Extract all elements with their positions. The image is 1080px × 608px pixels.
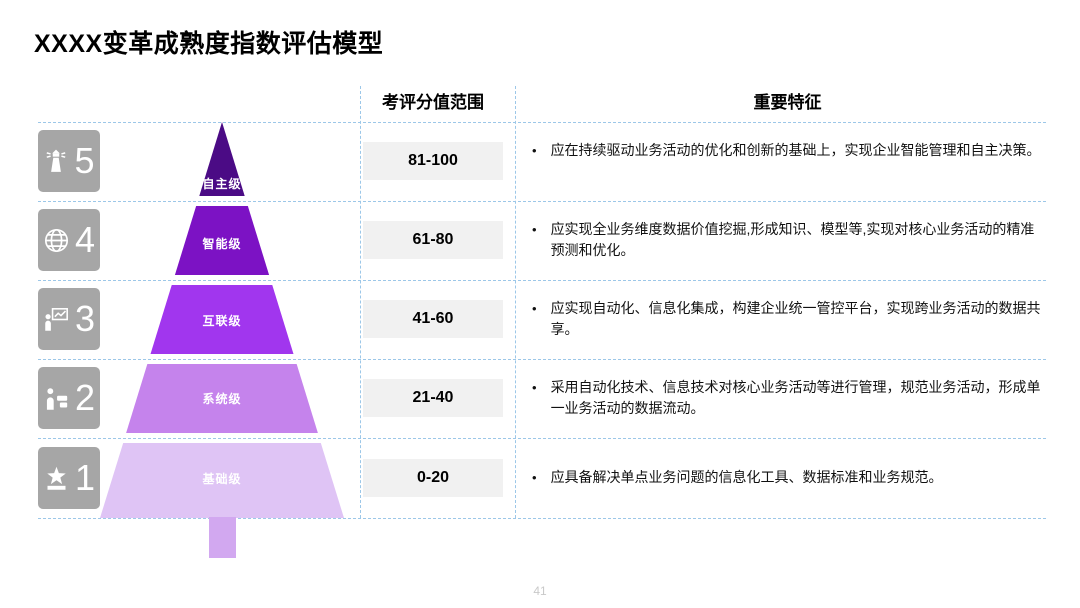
bullet: •	[532, 301, 537, 316]
level-3-badge: 3	[38, 288, 100, 350]
level-5-badge: 5	[38, 130, 100, 192]
column-divider	[360, 86, 361, 518]
feature-text: 应实现全业务维度数据价值挖掘,形成知识、模型等,实现对核心业务活动的精准预测和优…	[550, 221, 1035, 258]
level-number: 2	[74, 377, 96, 418]
level-1-badge: 1	[38, 447, 100, 509]
feature-item: • 应在持续驱动业务活动的优化和创新的基础上，实现企业智能管理和自主决策。	[532, 140, 1044, 161]
pyramid-level-2	[126, 364, 318, 433]
feature-item: • 应实现全业务维度数据价值挖掘,形成知识、模型等,实现对核心业务活动的精准预测…	[532, 219, 1044, 261]
row-divider	[38, 122, 1046, 123]
row-divider	[38, 438, 1046, 439]
score-range: 41-60	[363, 300, 503, 338]
pyramid-level-3	[150, 285, 294, 354]
score-range: 81-100	[363, 142, 503, 180]
star-podium-icon	[47, 466, 66, 490]
slide-title: XXXX变革成熟度指数评估模型	[34, 30, 384, 58]
level-4-badge: 4	[38, 209, 100, 271]
level-name: 互联级	[202, 314, 242, 328]
automation-icon	[46, 387, 68, 410]
score-range: 0-20	[363, 459, 503, 497]
level-name: 自主级	[202, 177, 242, 191]
score-range-header: 考评分值范围	[382, 93, 484, 112]
page-number: 41	[533, 584, 547, 598]
feature-text: 采用自动化技术、信息技术对核心业务活动等进行管理，规范业务活动，形成单一业务活动…	[550, 379, 1041, 416]
feature-item: • 应具备解决单点业务问题的信息化工具、数据标准和业务规范。	[532, 467, 1044, 488]
bullet: •	[532, 143, 537, 158]
level-2-badge: 2	[38, 367, 100, 429]
row-divider	[38, 201, 1046, 202]
maturity-pyramid: 自主级 智能级 互联级 系统级 基础级	[100, 122, 344, 518]
level-name: 智能级	[202, 237, 242, 251]
feature-text: 应在持续驱动业务活动的优化和创新的基础上，实现企业智能管理和自主决策。	[550, 142, 1041, 158]
score-range: 21-40	[363, 379, 503, 417]
feature-item: • 采用自动化技术、信息技术对核心业务活动等进行管理，规范业务活动，形成单一业务…	[532, 377, 1044, 419]
pyramid-stem	[209, 517, 236, 558]
level-number: 1	[74, 457, 96, 498]
bullet: •	[532, 380, 537, 395]
pyramid-level-1	[100, 443, 344, 518]
row-divider	[38, 518, 1046, 519]
level-number: 3	[74, 298, 96, 339]
bullet: •	[532, 470, 537, 485]
score-range: 61-80	[363, 221, 503, 259]
level-name: 系统级	[202, 392, 242, 406]
row-divider	[38, 359, 1046, 360]
presentation-chart-icon	[45, 307, 68, 331]
feature-item: • 应实现自动化、信息化集成，构建企业统一管控平台，实现跨业务活动的数据共享。	[532, 298, 1044, 340]
column-divider	[515, 86, 516, 518]
level-name: 基础级	[202, 472, 242, 486]
feature-text: 应具备解决单点业务问题的信息化工具、数据标准和业务规范。	[550, 469, 943, 485]
level-number: 5	[74, 140, 95, 181]
key-features-header: 重要特征	[753, 93, 822, 112]
lighthouse-icon	[47, 149, 66, 172]
globe-icon	[44, 228, 69, 252]
feature-text: 应实现自动化、信息化集成，构建企业统一管控平台，实现跨业务活动的数据共享。	[550, 300, 1041, 337]
row-divider	[38, 280, 1046, 281]
level-number: 4	[74, 219, 96, 260]
bullet: •	[532, 222, 537, 237]
